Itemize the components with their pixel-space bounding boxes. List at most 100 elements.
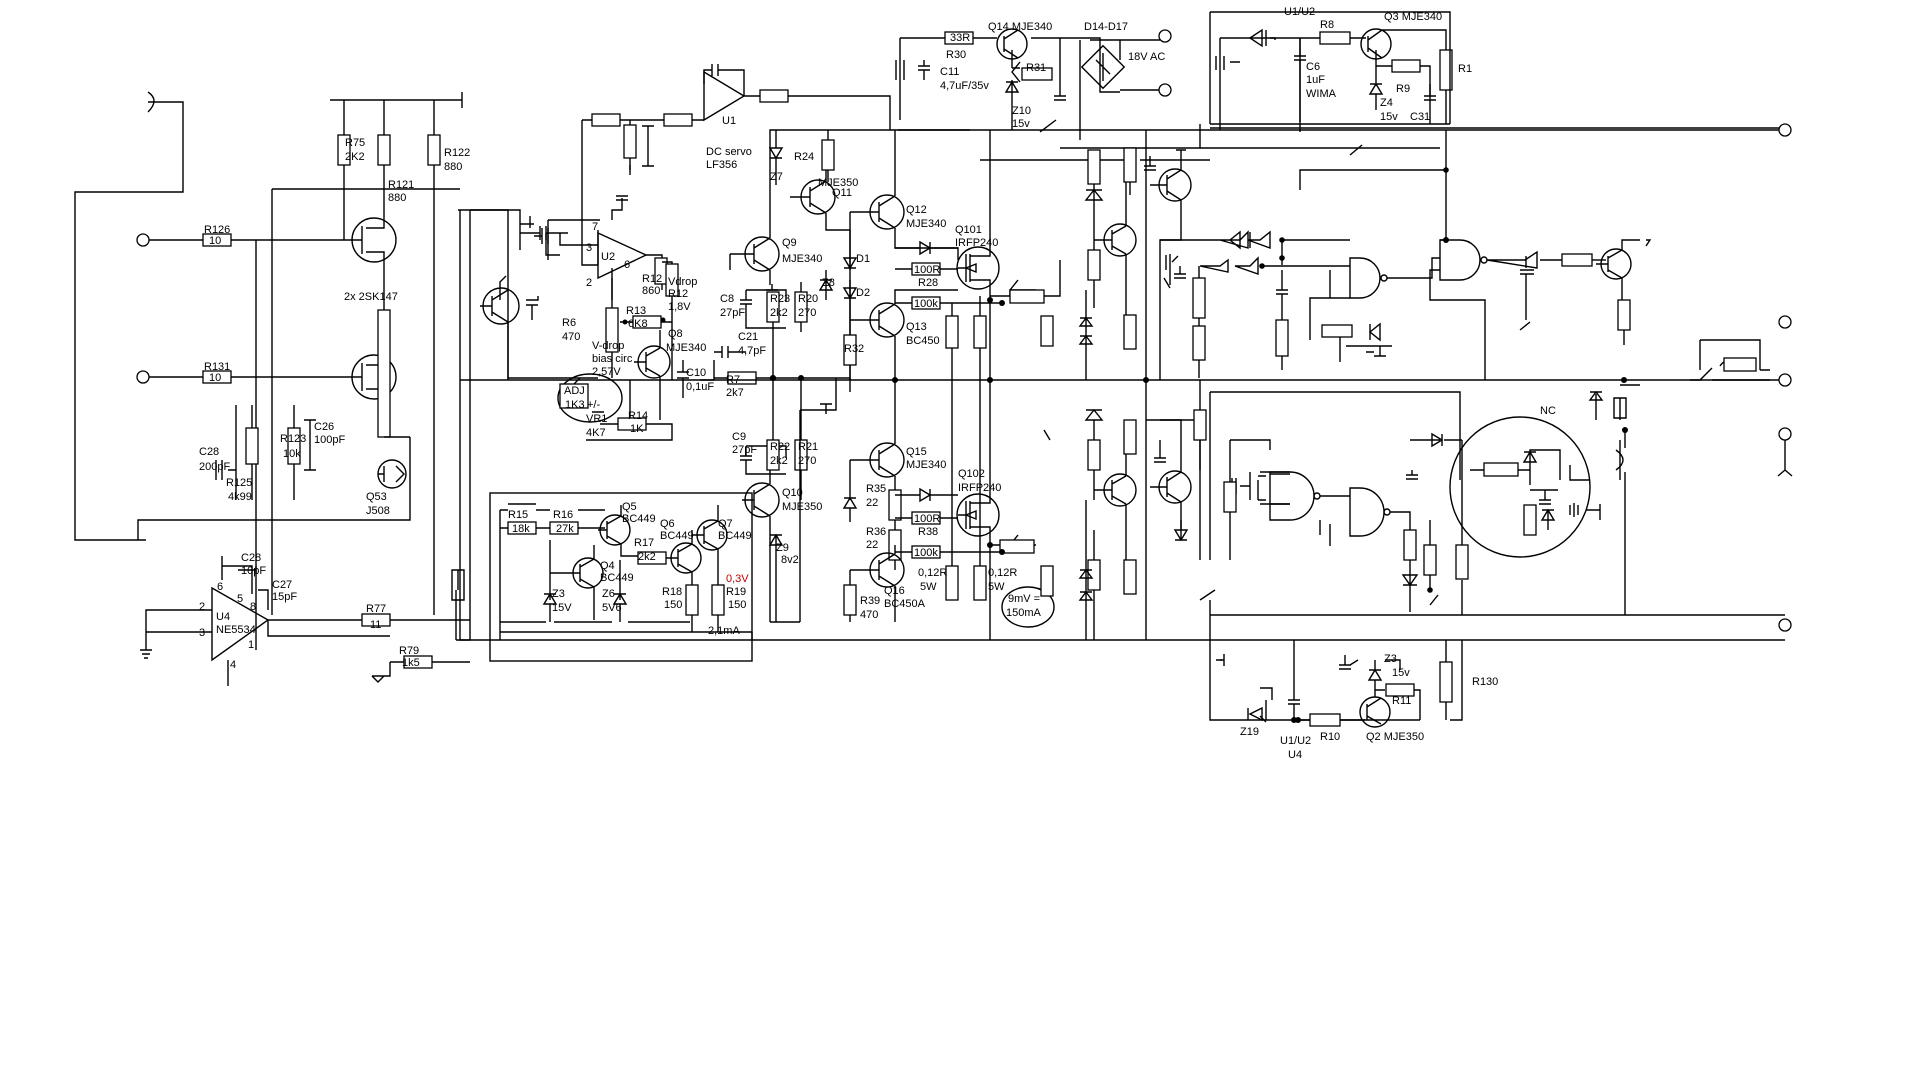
- label-u2-pin3: 3: [586, 242, 592, 254]
- label-r22-value: 2k2: [770, 455, 788, 467]
- label-adj-value: 1K3: [565, 399, 585, 411]
- protection-top: [1040, 147, 1220, 380]
- label-9mv: 9mV =: [1008, 593, 1040, 605]
- label-r123: R123: [280, 433, 306, 445]
- resistor-r12b: [665, 263, 679, 297]
- nand-gate-4: [1349, 487, 1385, 537]
- label-c10: C10: [686, 367, 706, 379]
- label-r13: R13: [626, 305, 646, 317]
- mosfet-q102: [956, 493, 1000, 537]
- label-r35-value: 22: [866, 497, 878, 509]
- label-c28-feedback: C28: [241, 552, 261, 564]
- label-c27: C27: [272, 579, 292, 591]
- label-q4-value: BC449: [600, 572, 634, 584]
- opamp-u1: [703, 70, 746, 122]
- resistor-logic-b1: [1223, 481, 1237, 513]
- label-u4-pin2: 2: [199, 601, 205, 613]
- label-r19: R19: [726, 586, 746, 598]
- resistor-sense-bot: [999, 539, 1035, 554]
- label-18v-ac: 18V AC: [1128, 51, 1165, 63]
- label-q15-value: MJE340: [906, 459, 946, 471]
- protection-bottom: [1040, 380, 1207, 640]
- label-r1: R1: [1458, 63, 1472, 75]
- label-r9: R9: [1396, 83, 1410, 95]
- label-r7-value: 2k7: [726, 387, 744, 399]
- resistor-servo-in: [591, 113, 621, 127]
- label-c21: C21: [738, 331, 758, 343]
- label-r12-b: R12: [668, 288, 688, 300]
- label-r7: R7: [726, 374, 740, 386]
- label-r32: R32: [844, 343, 864, 355]
- driver-transistors: [790, 130, 958, 622]
- label-q9: Q9: [782, 237, 797, 249]
- label-vdrop-bias: V-drop: [592, 340, 624, 352]
- resistor-prot-b6: [1193, 409, 1207, 441]
- label-c11-value: 4,7uF/35v: [940, 80, 989, 92]
- resistor-prot-b5: [1123, 419, 1137, 455]
- label-r77-value: 11: [370, 619, 381, 631]
- label-u4-pin1: 1: [248, 639, 254, 651]
- rail-terminal-positive: [1778, 123, 1792, 137]
- labels-u4: U4 NE5534 C28 10pF C27 15pF R77 11 R79 1…: [199, 552, 420, 671]
- opamp-u4: [211, 586, 270, 662]
- resistor-r18: [685, 584, 699, 616]
- label-u2-pin6: 6: [624, 259, 630, 271]
- resistor-r8: [1319, 31, 1351, 45]
- label-r15-value: 18k: [512, 523, 530, 535]
- label-bias-voltage: 2,57V: [592, 366, 621, 378]
- label-z6: Z6: [602, 588, 615, 600]
- label-c21-value: 4,7pF: [738, 345, 766, 357]
- resistor-logic-t3: [1192, 325, 1206, 361]
- label-r22: R22: [770, 441, 790, 453]
- rail-terminal-negative: [1778, 618, 1792, 632]
- input-terminal-2: [136, 370, 150, 384]
- label-z9-value: 8v2: [781, 554, 799, 566]
- label-c10-value: 0,1uF: [686, 381, 714, 393]
- label-q11-value: MJE350: [818, 177, 858, 189]
- label-z19: Z19: [1240, 726, 1259, 738]
- label-d1: D1: [856, 253, 870, 265]
- labels-drivers: Q11 MJE350 Q12 MJE340 Q13 BC450 D1 D2 Z8…: [818, 177, 946, 621]
- label-q2: Q2 MJE350: [1366, 731, 1424, 743]
- resistor-logic-t5: [1561, 253, 1593, 267]
- label-u4-pin5: 5: [237, 593, 243, 605]
- nand-gate-1: [1349, 257, 1381, 299]
- label-c6: C6: [1306, 61, 1320, 73]
- resistor-r39: [843, 584, 857, 616]
- potentiometer-vr1: [559, 383, 589, 409]
- nc-relay-section: [1449, 384, 1640, 615]
- label-r125: R125: [226, 477, 252, 489]
- label-u4-value: NE5534: [216, 624, 256, 636]
- label-r75: R75: [345, 137, 365, 149]
- resistor-logic-t2: [1192, 277, 1206, 319]
- label-u2-pin2: 2: [586, 277, 592, 289]
- resistor-logic-t1: [1275, 319, 1289, 357]
- power-supply-top: [895, 11, 1785, 149]
- label-r17-value: 2k2: [638, 551, 656, 563]
- label-c31: C31: [1410, 111, 1430, 123]
- labels-driver: DC servo LF356 U1 U2 3 2 6 7 R12 860 Vdr…: [562, 115, 766, 439]
- label-r6-value: 470: [562, 331, 580, 343]
- label-r20: R20: [798, 293, 818, 305]
- bridge-rectifier: [1080, 44, 1126, 90]
- resistor-prot-t1: [1087, 149, 1101, 185]
- label-q7-value: BC449: [718, 530, 752, 542]
- label-r123-value: 10k: [283, 448, 301, 460]
- label-u1: U1: [722, 115, 736, 127]
- label-q10: Q10: [782, 487, 803, 499]
- label-q15: Q15: [906, 446, 927, 458]
- resistor-prot-b3: [1040, 565, 1054, 597]
- resistor-r24: [821, 139, 835, 171]
- label-r18-value: 150: [664, 599, 682, 611]
- label-r12-a: R12: [642, 273, 662, 285]
- input-section: [74, 91, 463, 650]
- labels-bias-box: R15 18k R16 27k Q5 BC449 Q6 BC449 Q7 BC4…: [508, 501, 752, 637]
- label-r35: R35: [866, 483, 886, 495]
- label-u4-pin4: 4: [230, 659, 236, 671]
- label-r28: R28: [918, 277, 938, 289]
- relay-circle: [1449, 416, 1591, 558]
- resistor-r14: [617, 417, 647, 431]
- label-q6: Q6: [660, 518, 675, 530]
- label-r39: R39: [860, 595, 880, 607]
